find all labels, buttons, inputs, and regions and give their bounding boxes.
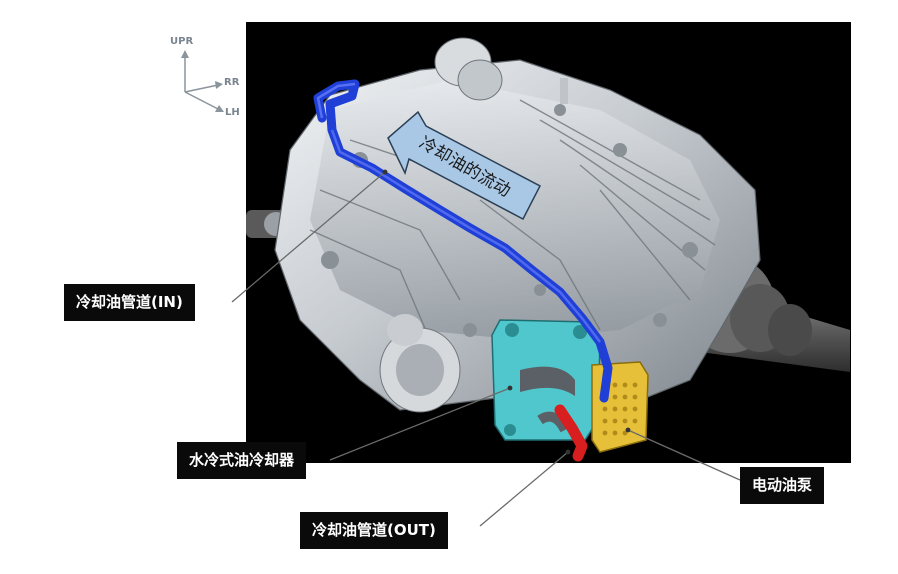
label-electric-pump: 电动油泵 — [740, 467, 825, 504]
label-pipe-out: 冷却油管道(OUT) — [300, 512, 448, 549]
label-water-cooler: 水冷式油冷却器 — [177, 442, 307, 479]
parking-actuator — [379, 314, 461, 413]
cooling-oil-pipe-out — [554, 404, 588, 462]
leader-dots — [382, 169, 631, 455]
water-cooled-oil-cooler — [491, 319, 601, 441]
axis-rr-label: RR — [224, 77, 240, 88]
leader-lines — [231, 171, 741, 527]
leader-line-water-cooler — [329, 387, 511, 461]
electric-oil-pump — [591, 361, 649, 453]
axis-upr-label: UPR — [170, 36, 194, 47]
leader-line-electric-pump — [627, 429, 741, 481]
leader-line-pipe-out — [479, 451, 569, 527]
axis-lh-label: LH — [225, 107, 240, 118]
leader-line-pipe-in — [231, 171, 386, 303]
label-pipe-in: 冷却油管道(IN) — [64, 284, 195, 321]
orientation-axes — [181, 50, 224, 112]
